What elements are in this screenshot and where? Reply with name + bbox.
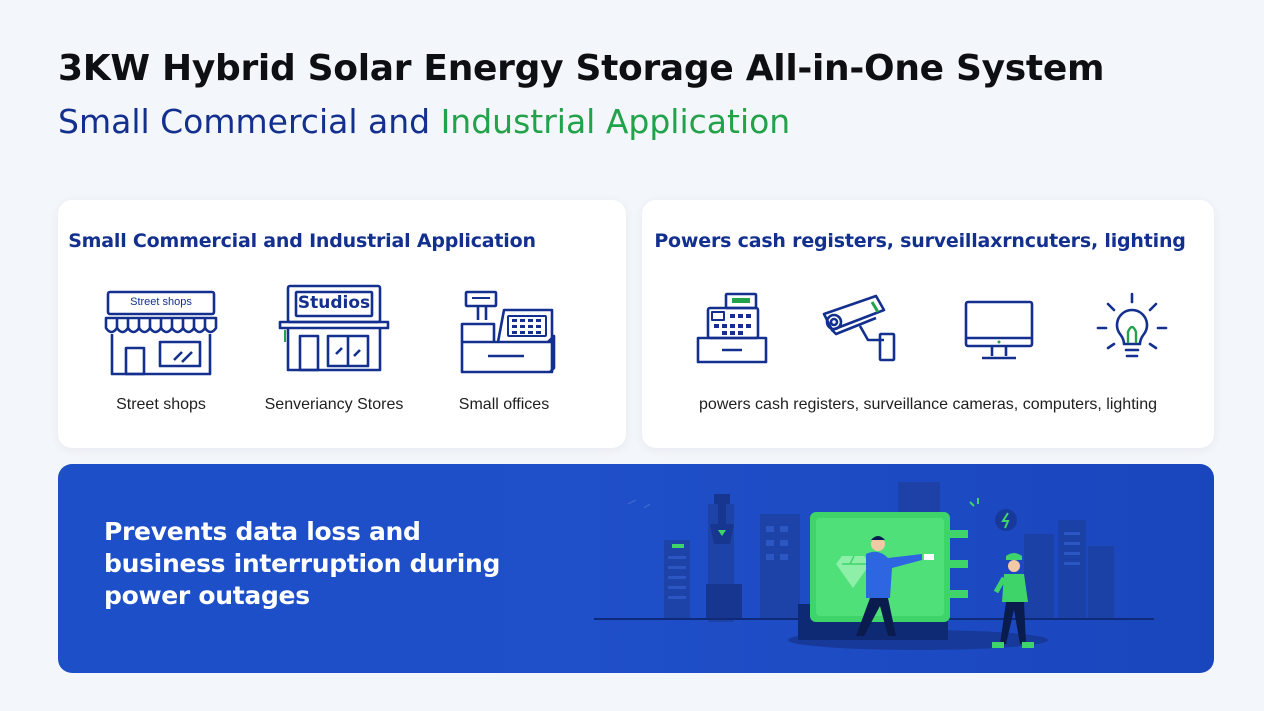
computer-monitor-icon [962, 298, 1036, 364]
page-title: 3KW Hybrid Solar Energy Storage All-in-O… [58, 48, 1105, 89]
page-subtitle: Small Commercial and Industrial Applicat… [58, 102, 790, 141]
banner-text: Prevents data loss and business interrup… [104, 517, 501, 610]
subtitle-highlight: Industrial Application [440, 102, 791, 141]
energy-storage-illustration [588, 464, 1214, 673]
small-offices-label: Small offices [458, 396, 550, 413]
power-uses-card-heading: Powers cash registers, surveillaxrncuter… [654, 230, 1186, 252]
light-bulb-icon [1094, 290, 1170, 366]
surveillance-camera-icon [820, 292, 900, 366]
application-card: Small Commercial and Industrial Applicat… [58, 200, 626, 448]
store-sign: Studios [297, 293, 371, 313]
application-card-heading: Small Commercial and Industrial Applicat… [68, 230, 536, 252]
convenience-stores-label: Senveriancy Stores [264, 396, 404, 413]
cash-register-icon [694, 292, 770, 366]
power-uses-card: Powers cash registers, surveillaxrncuter… [642, 200, 1214, 448]
subtitle-part1: Small Commercial and [58, 102, 441, 141]
convenience-store-icon [278, 284, 390, 374]
street-shops-label: Street shops [116, 396, 206, 413]
storefront-icon [104, 288, 218, 378]
storefront-sign: Street shops [130, 296, 192, 308]
cash-register-icon [458, 290, 558, 376]
power-uses-caption: powers cash registers, surveillance came… [699, 396, 1157, 413]
green-accent-icon [284, 330, 286, 342]
outage-banner: Prevents data loss and business interrup… [58, 464, 1214, 673]
